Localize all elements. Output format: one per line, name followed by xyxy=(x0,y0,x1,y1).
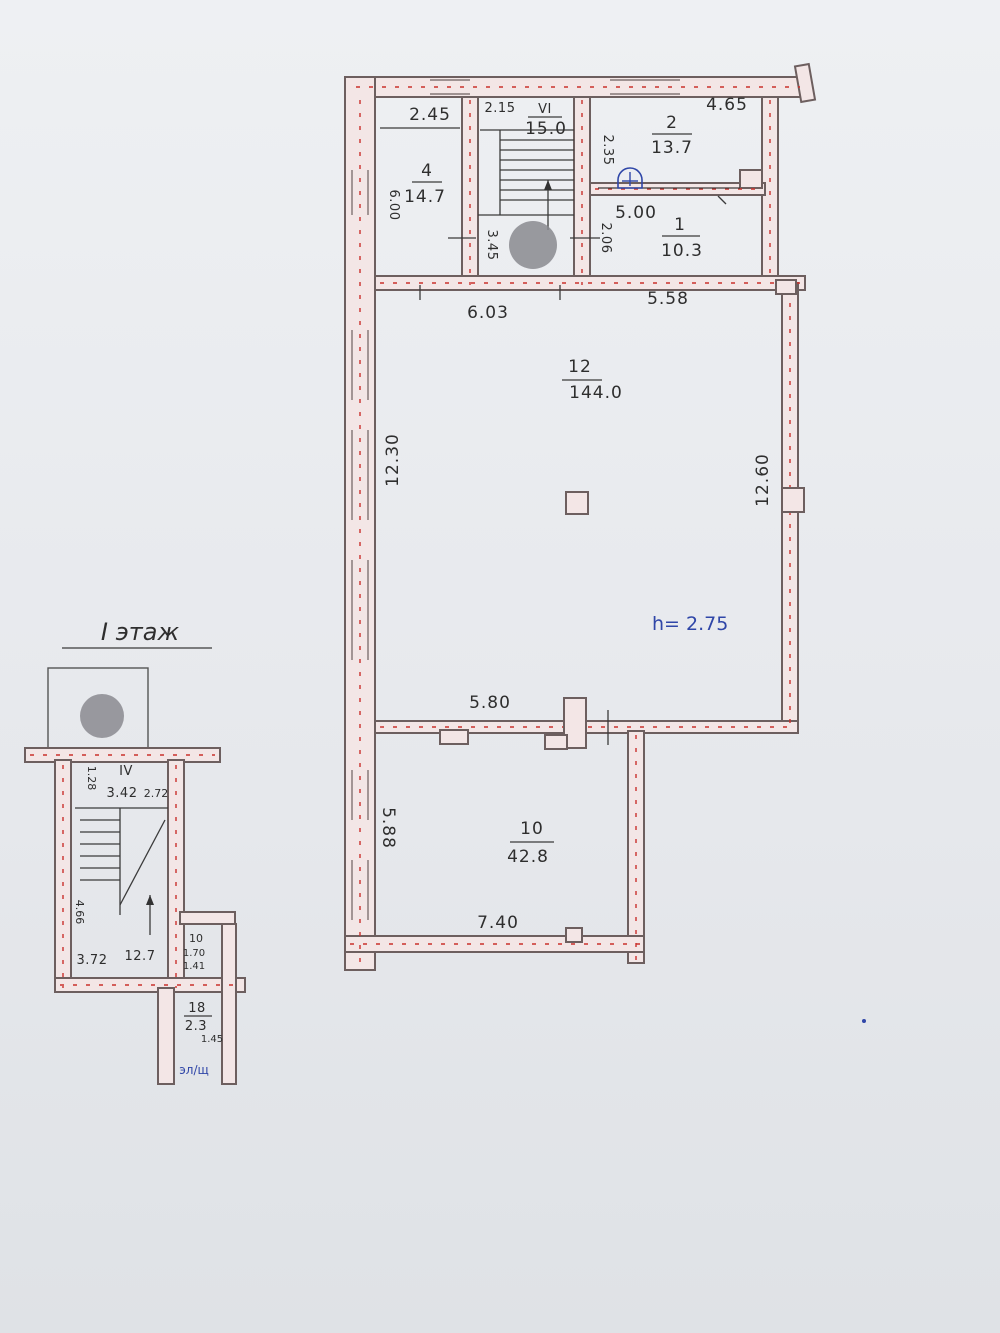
room-vi-number: VI xyxy=(538,102,552,117)
dim-6-03: 6.03 xyxy=(467,303,509,323)
dimension-labels: 2.45 2.15 4.65 2.35 6.00 3.45 2.06 5.00 … xyxy=(378,95,773,933)
inset-stair-area: 3.42 xyxy=(107,786,138,801)
dim-2-45: 2.45 xyxy=(409,105,451,125)
inset-dim-1-28: 1.28 xyxy=(85,766,98,791)
inset-dim-10: 10 xyxy=(189,932,203,945)
dim-2-15: 2.15 xyxy=(485,101,516,116)
room-4-area: 14.7 xyxy=(404,187,446,207)
room-2-number: 2 xyxy=(666,113,678,133)
wall-stub-right xyxy=(793,62,817,104)
panel-icon xyxy=(617,167,643,189)
wall-left xyxy=(344,76,376,971)
room-12-number: 12 xyxy=(568,357,592,377)
stair-arrow-icon xyxy=(544,180,552,190)
wall-notch xyxy=(739,169,763,189)
inset-dim-1-41: 1.41 xyxy=(183,961,205,972)
dim-6-00: 6.00 xyxy=(386,190,401,221)
column-center xyxy=(565,491,589,515)
dimension-lines xyxy=(380,127,740,745)
panel-symbol xyxy=(617,167,643,189)
dim-5-88: 5.88 xyxy=(378,807,398,849)
room-vi-area: 15.0 xyxy=(525,119,567,139)
floor-title: I этаж xyxy=(62,618,212,649)
ink-dot xyxy=(862,1019,866,1023)
room-10-number: 10 xyxy=(520,819,544,839)
column-partition xyxy=(563,697,587,749)
inset-wall-closet-left xyxy=(157,987,175,1085)
inset-room-18-number: 18 xyxy=(188,1001,206,1016)
wall-hatching xyxy=(350,86,800,965)
dim-2-06: 2.06 xyxy=(598,223,613,254)
inset-stair-arrow-icon xyxy=(146,895,154,905)
dim-12-30: 12.30 xyxy=(383,433,403,487)
room-1-area: 10.3 xyxy=(661,241,703,261)
floor-label: I этаж xyxy=(101,618,180,646)
column-top-right xyxy=(775,279,797,295)
dim-3-45: 3.45 xyxy=(484,230,499,261)
inset-dim-2-72: 2.72 xyxy=(144,787,169,800)
staircase-vi xyxy=(478,129,574,269)
inset-wall-bottom xyxy=(54,977,246,993)
inset-dim-4-66: 4.66 xyxy=(73,900,86,925)
inset-stair-number: IV xyxy=(119,764,133,779)
column-left xyxy=(439,729,469,745)
room-labels: 4 14.7 VI 15.0 2 13.7 1 10.3 12 144.0 10… xyxy=(404,102,703,867)
room-2-area: 13.7 xyxy=(651,138,693,158)
windows-left xyxy=(351,79,680,920)
column-bottom xyxy=(565,927,583,943)
column-right xyxy=(781,487,805,513)
inset-panel-stamp: эл/щ xyxy=(179,1063,209,1077)
room-1-number: 1 xyxy=(674,215,686,235)
inset-dim-3-72: 3.72 xyxy=(77,953,108,968)
inset-redaction-mark xyxy=(80,694,124,738)
dim-5-00: 5.00 xyxy=(615,203,657,223)
dim-2-35: 2.35 xyxy=(600,135,615,166)
dim-5-80: 5.80 xyxy=(469,693,511,713)
ceiling-height: h= 2.75 xyxy=(652,613,728,635)
inset-dim-1-70: 1.70 xyxy=(183,948,205,959)
dim-12-60: 12.60 xyxy=(753,453,773,507)
inset-plan: IV 3.42 1.28 2.72 4.66 3.72 12.7 10 1.70… xyxy=(24,667,246,1085)
wall-right-room10 xyxy=(627,730,645,964)
inset-wall-closet-right xyxy=(221,923,237,1085)
dim-5-58: 5.58 xyxy=(647,289,689,309)
inset-wall-closet xyxy=(179,911,236,925)
inset-room-18-area: 2.3 xyxy=(185,1019,207,1034)
room-12-area: 144.0 xyxy=(569,383,623,403)
dim-4-65: 4.65 xyxy=(706,95,748,115)
redaction-mark xyxy=(509,221,557,269)
column-mid xyxy=(544,734,568,750)
inset-dim-1-45: 1.45 xyxy=(201,1034,223,1045)
dim-7-40: 7.40 xyxy=(477,913,519,933)
room-4-number: 4 xyxy=(421,161,433,181)
room-10-area: 42.8 xyxy=(507,847,549,867)
inset-dim-12-7: 12.7 xyxy=(125,949,156,964)
pillars xyxy=(439,279,805,943)
wall-room2-room1 xyxy=(589,182,766,196)
